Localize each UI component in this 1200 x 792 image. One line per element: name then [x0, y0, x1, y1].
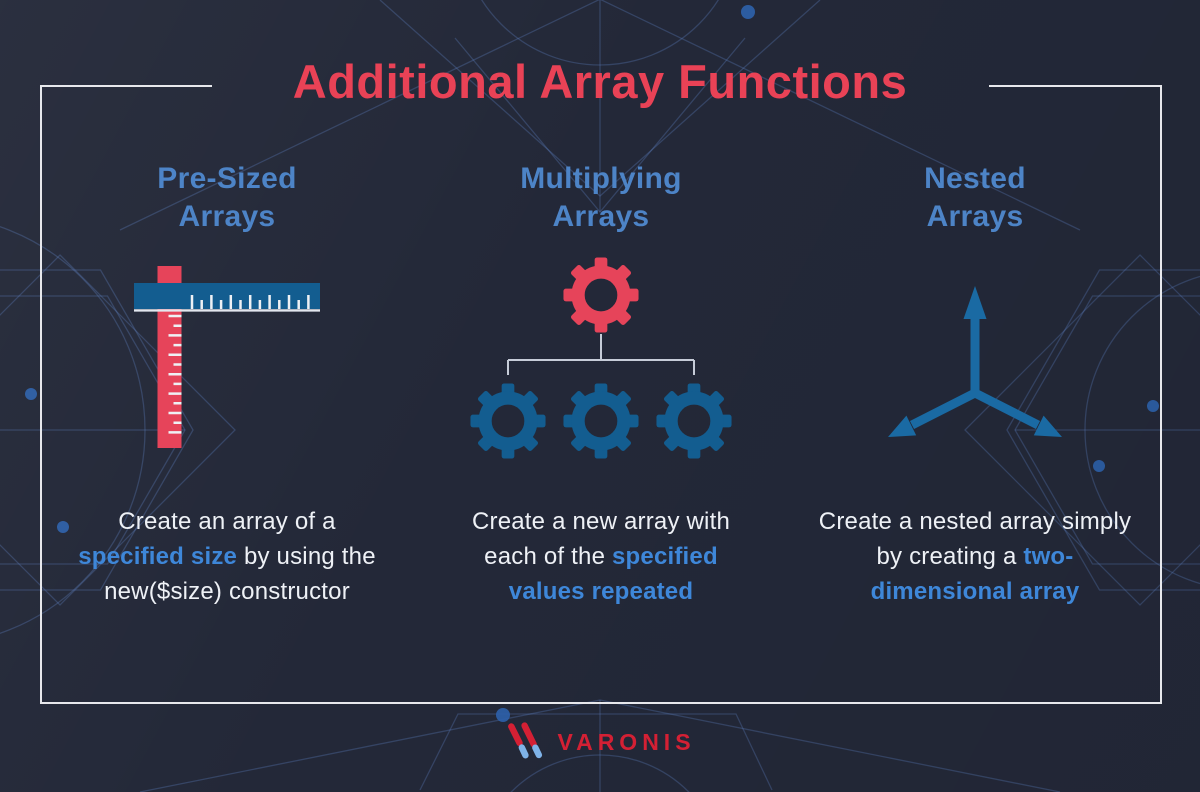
gear-hierarchy-icon: [470, 236, 732, 466]
heading-line: Multiplying: [520, 162, 682, 195]
varonis-wordmark: VARONIS: [557, 728, 696, 755]
heading-line: Nested: [924, 162, 1026, 195]
column-multiplying-arrays: Multiplying Arrays: [414, 152, 788, 609]
column-heading: Multiplying Arrays: [520, 160, 682, 236]
columns-container: Pre-Sized Arrays Create an array of a sp…: [40, 152, 1162, 609]
border-frame-top-left: [40, 85, 212, 87]
heading-line: Arrays: [178, 200, 276, 233]
column-description: Create a nested array simply by creating…: [809, 504, 1141, 609]
column-pre-sized-arrays: Pre-Sized Arrays Create an array of a sp…: [40, 152, 414, 609]
description-text: by using the new($size) constructor: [104, 543, 376, 605]
description-highlight: specified values repeated: [508, 543, 718, 605]
description-highlight: two-dimensional array: [870, 543, 1080, 605]
border-frame-top-right: [989, 85, 1162, 87]
heading-line: Pre-Sized: [157, 162, 297, 195]
description-text: Create a nested array simply by creating…: [818, 508, 1132, 570]
description-highlight: specified size: [78, 543, 238, 570]
page-title: Additional Array Functions: [292, 55, 908, 108]
description-text: Create an array of a: [118, 508, 336, 535]
ruler-square-icon: [134, 236, 320, 466]
varonis-logo: VARONIS: [0, 720, 1200, 764]
description-text: Create a new array with each of the: [471, 508, 731, 570]
column-description: Create a new array with each of the spec…: [450, 504, 752, 609]
column-heading: Pre-Sized Arrays: [157, 160, 296, 236]
heading-line: Arrays: [552, 200, 650, 233]
column-description: Create an array of a specified size by u…: [75, 504, 380, 609]
heading-line: Arrays: [926, 200, 1024, 233]
column-nested-arrays: Nested Arrays Cr: [788, 152, 1162, 609]
varonis-logo-mark: [508, 722, 543, 759]
three-way-arrows-icon: [870, 236, 1080, 466]
border-frame: [40, 85, 1162, 704]
column-heading: Nested Arrays: [924, 160, 1026, 236]
